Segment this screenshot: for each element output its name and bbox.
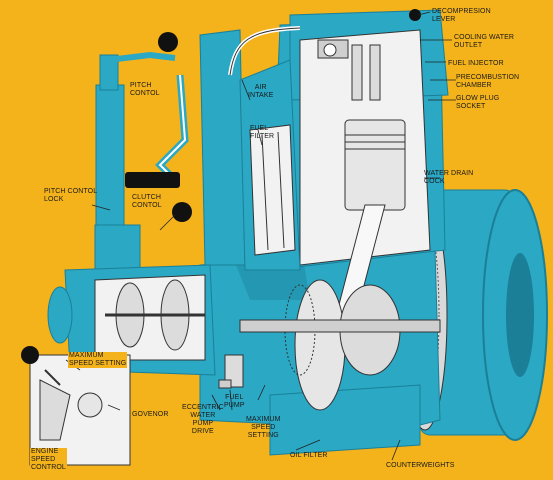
clutch-control-knob [172, 202, 192, 222]
crankshaft [239, 279, 441, 411]
pitch-control-column [94, 51, 189, 271]
pitch-control-knob [158, 32, 178, 52]
label-counterweights: COUNTERWEIGHTS [386, 462, 455, 469]
speed-setting-knob [21, 346, 39, 364]
speed-control-panel [29, 354, 131, 466]
flywheel [402, 189, 548, 441]
leader-lines [65, 11, 456, 461]
decompression-knob [409, 9, 421, 21]
gearbox [47, 264, 216, 376]
cylinder-column [269, 9, 449, 321]
fuel-pump [218, 354, 244, 389]
left-housing [199, 26, 301, 271]
label-fuel-injector: FUEL INJECTOR [448, 60, 504, 67]
label-oil-filter: OIL FILTER [290, 452, 328, 459]
label-governor: GOVENOR [132, 411, 169, 418]
